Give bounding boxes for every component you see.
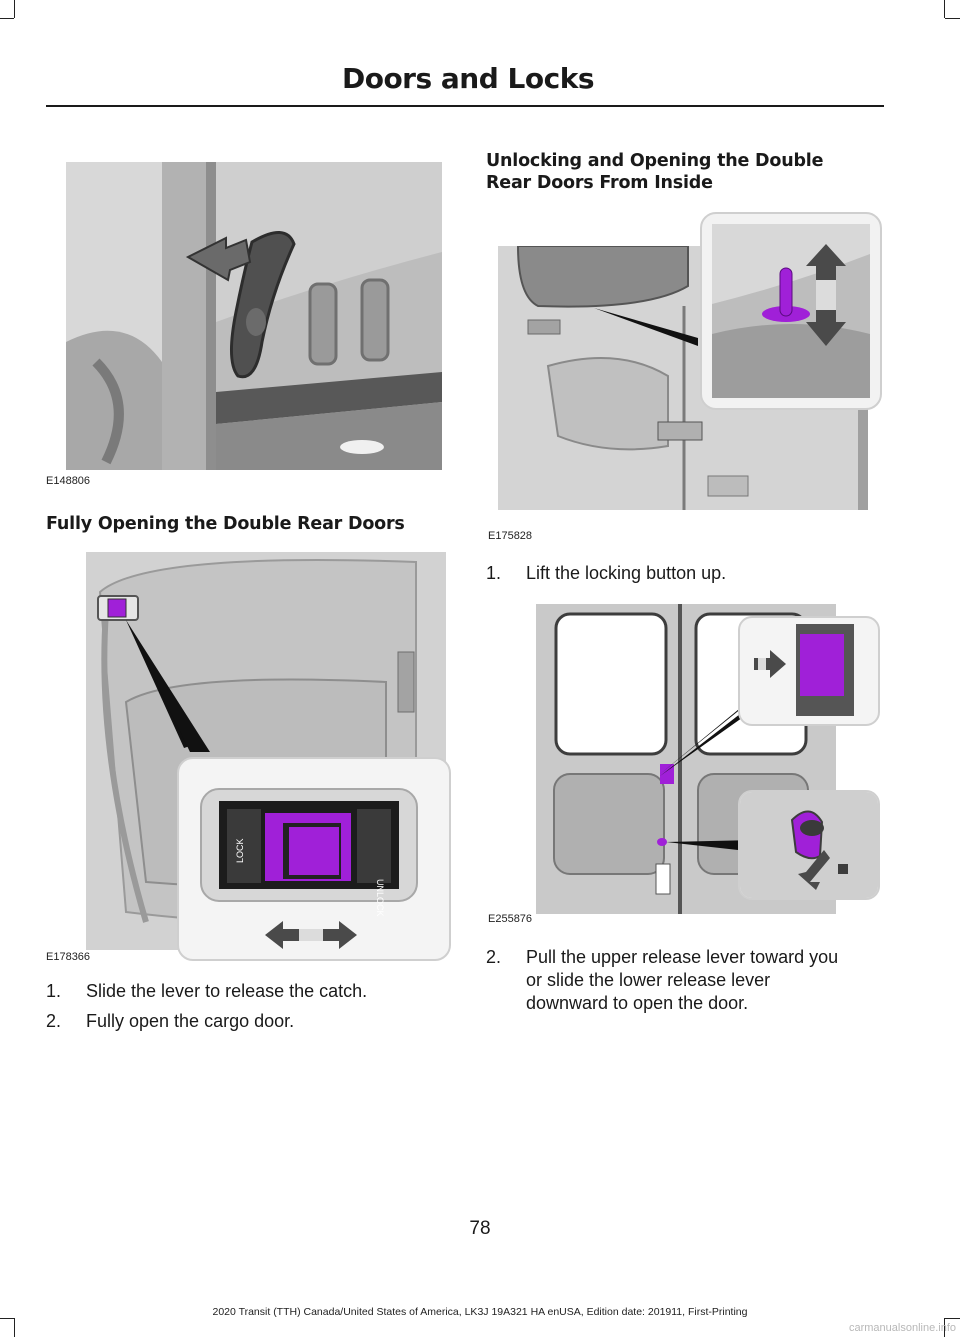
footer-text: 2020 Transit (TTH) Canada/United States … bbox=[212, 1306, 748, 1318]
heading-line: Unlocking and Opening the Double bbox=[486, 151, 824, 171]
locking-button-inset bbox=[700, 212, 882, 410]
step-text-line: or slide the lower release lever bbox=[526, 970, 771, 990]
watermark: carmanualsonline.info bbox=[848, 1322, 956, 1334]
crop-mark bbox=[944, 1318, 945, 1337]
crop-mark bbox=[0, 1318, 14, 1319]
step-text: Fully open the cargo door. bbox=[86, 1011, 295, 1031]
list-item: 2. Fully open the cargo door. bbox=[46, 1010, 456, 1034]
figure-code: E148806 bbox=[46, 475, 91, 487]
step-number: 1. bbox=[486, 563, 502, 583]
step-number: 1. bbox=[46, 981, 62, 1001]
step-number: 2. bbox=[46, 1011, 62, 1031]
section-heading-fully-opening: Fully Opening the Double Rear Doors bbox=[46, 514, 405, 534]
step-text-line: downward to open the door. bbox=[526, 993, 749, 1013]
crop-mark bbox=[944, 0, 945, 18]
crop-mark bbox=[14, 0, 15, 18]
step-text: Slide the lever to release the catch. bbox=[86, 981, 368, 1001]
figure-code: E178366 bbox=[46, 951, 91, 963]
step-text: Pull the upper release lever toward you … bbox=[526, 946, 916, 1015]
unlock-label: UNLOCK bbox=[375, 879, 385, 917]
step-number: 2. bbox=[486, 947, 502, 967]
lock-label: LOCK bbox=[235, 838, 245, 863]
crop-mark bbox=[945, 18, 960, 19]
crop-mark bbox=[0, 18, 14, 19]
hinge-lever-illustration bbox=[66, 162, 442, 470]
list-item: 1. Slide the lever to release the catch. bbox=[46, 980, 456, 1004]
upper-release-lever-inset bbox=[738, 616, 880, 726]
step-text: Lift the locking button up. bbox=[526, 563, 727, 583]
figure-code: E255876 bbox=[488, 913, 533, 925]
page-number: 78 bbox=[469, 1218, 491, 1239]
figure-code: E175828 bbox=[488, 530, 533, 542]
header-rule bbox=[46, 105, 884, 107]
list-item: 2. Pull the upper release lever toward y… bbox=[486, 946, 906, 1018]
crop-mark bbox=[14, 1318, 15, 1337]
page-title: Doors and Locks bbox=[341, 62, 595, 95]
crop-mark bbox=[945, 1318, 960, 1319]
lever-catch-inset: LOCK UNLOCK bbox=[177, 757, 451, 961]
list-item: 1. Lift the locking button up. bbox=[486, 562, 906, 586]
step-text-line: Pull the upper release lever toward you bbox=[526, 947, 839, 967]
heading-line: Rear Doors From Inside bbox=[486, 173, 713, 193]
lower-release-lever-inset bbox=[738, 790, 880, 900]
section-heading-unlocking: Unlocking and Opening the Double Rear Do… bbox=[486, 150, 906, 194]
